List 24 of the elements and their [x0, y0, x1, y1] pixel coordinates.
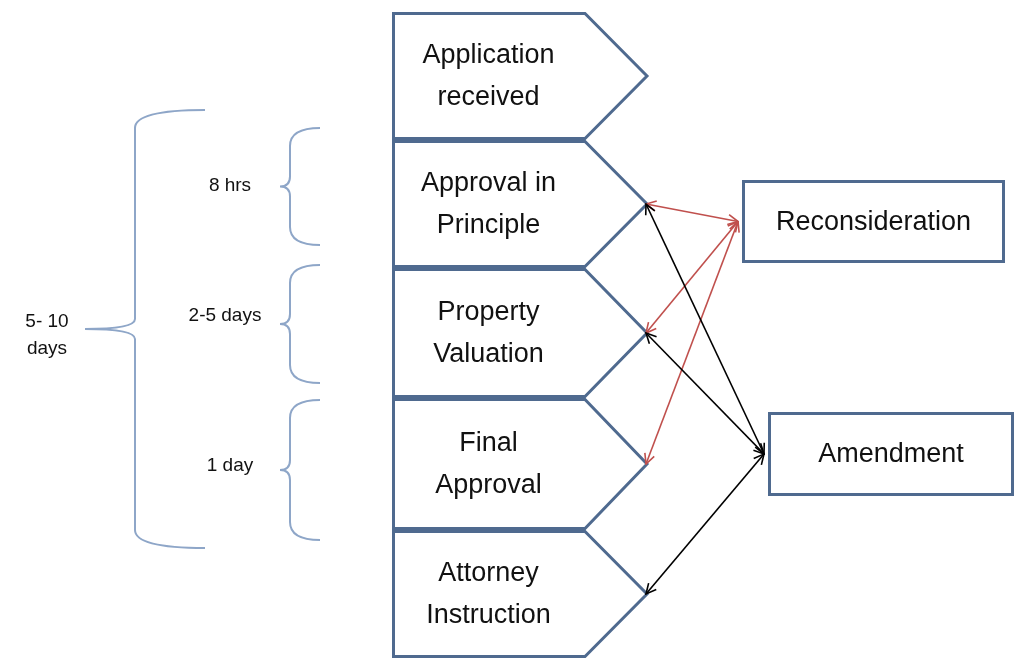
step-label: Attorney Instruction [425, 556, 552, 631]
double-headed-arrow [644, 220, 740, 465]
box-label: Reconsideration [775, 204, 972, 238]
duration-label: 2-5 days [188, 304, 262, 325]
step-label: Application received [421, 38, 556, 113]
double-headed-arrow [644, 203, 766, 455]
step-label: Approval in Principle [419, 166, 558, 241]
box-label: Amendment [818, 437, 964, 471]
chevron-step [392, 268, 648, 398]
process-box [768, 412, 1014, 496]
chevron-step [392, 530, 648, 658]
double-headed-arrow [645, 220, 739, 334]
double-headed-arrow [645, 332, 765, 455]
step-label: Final Approval [434, 426, 543, 501]
process-box [742, 180, 1005, 263]
duration-label: 1 day [206, 454, 254, 475]
duration-label: 8 hrs [208, 174, 252, 195]
step-label: Property Valuation [432, 295, 545, 370]
chevron-step [392, 398, 648, 530]
double-headed-arrow [645, 453, 765, 595]
chevron-step [392, 12, 648, 140]
duration-label: 5- 10 days [25, 310, 69, 358]
chevron-step [392, 140, 648, 268]
double-headed-arrow [645, 200, 739, 226]
